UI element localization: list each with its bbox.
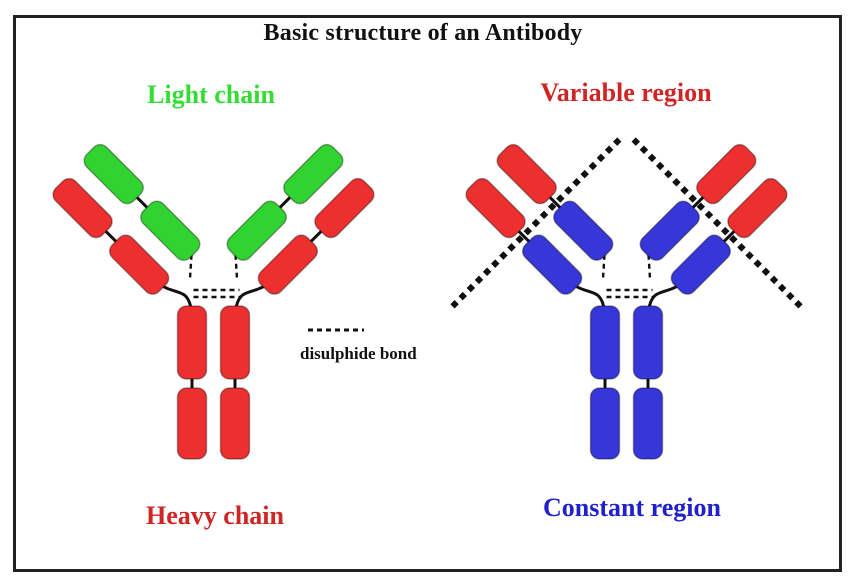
figure-border [13, 15, 842, 572]
variable-region-divider-right [631, 137, 801, 307]
constant-region-label: Constant region [543, 493, 721, 522]
right-antibody [452, 137, 801, 461]
disulphide-bond-legend-label: disulphide bond [300, 344, 417, 363]
variable-region-divider-left [452, 137, 622, 307]
right-antibody-stem [589, 304, 664, 461]
right-antibody-right-arm [625, 139, 794, 308]
left-antibody-stem [176, 304, 251, 461]
left-antibody-hinge [161, 284, 266, 308]
variable-region-label: Variable region [540, 78, 712, 107]
right-antibody-hinge [574, 284, 679, 308]
left-antibody [46, 139, 381, 461]
right-antibody-left-arm [459, 139, 628, 308]
heavy-chain-label: Heavy chain [146, 501, 284, 530]
left-antibody-left-arm [46, 139, 215, 308]
left-antibody-right-arm [212, 139, 381, 308]
figure-title: Basic structure of an Antibody [263, 20, 583, 46]
light-chain-label: Light chain [147, 80, 275, 109]
